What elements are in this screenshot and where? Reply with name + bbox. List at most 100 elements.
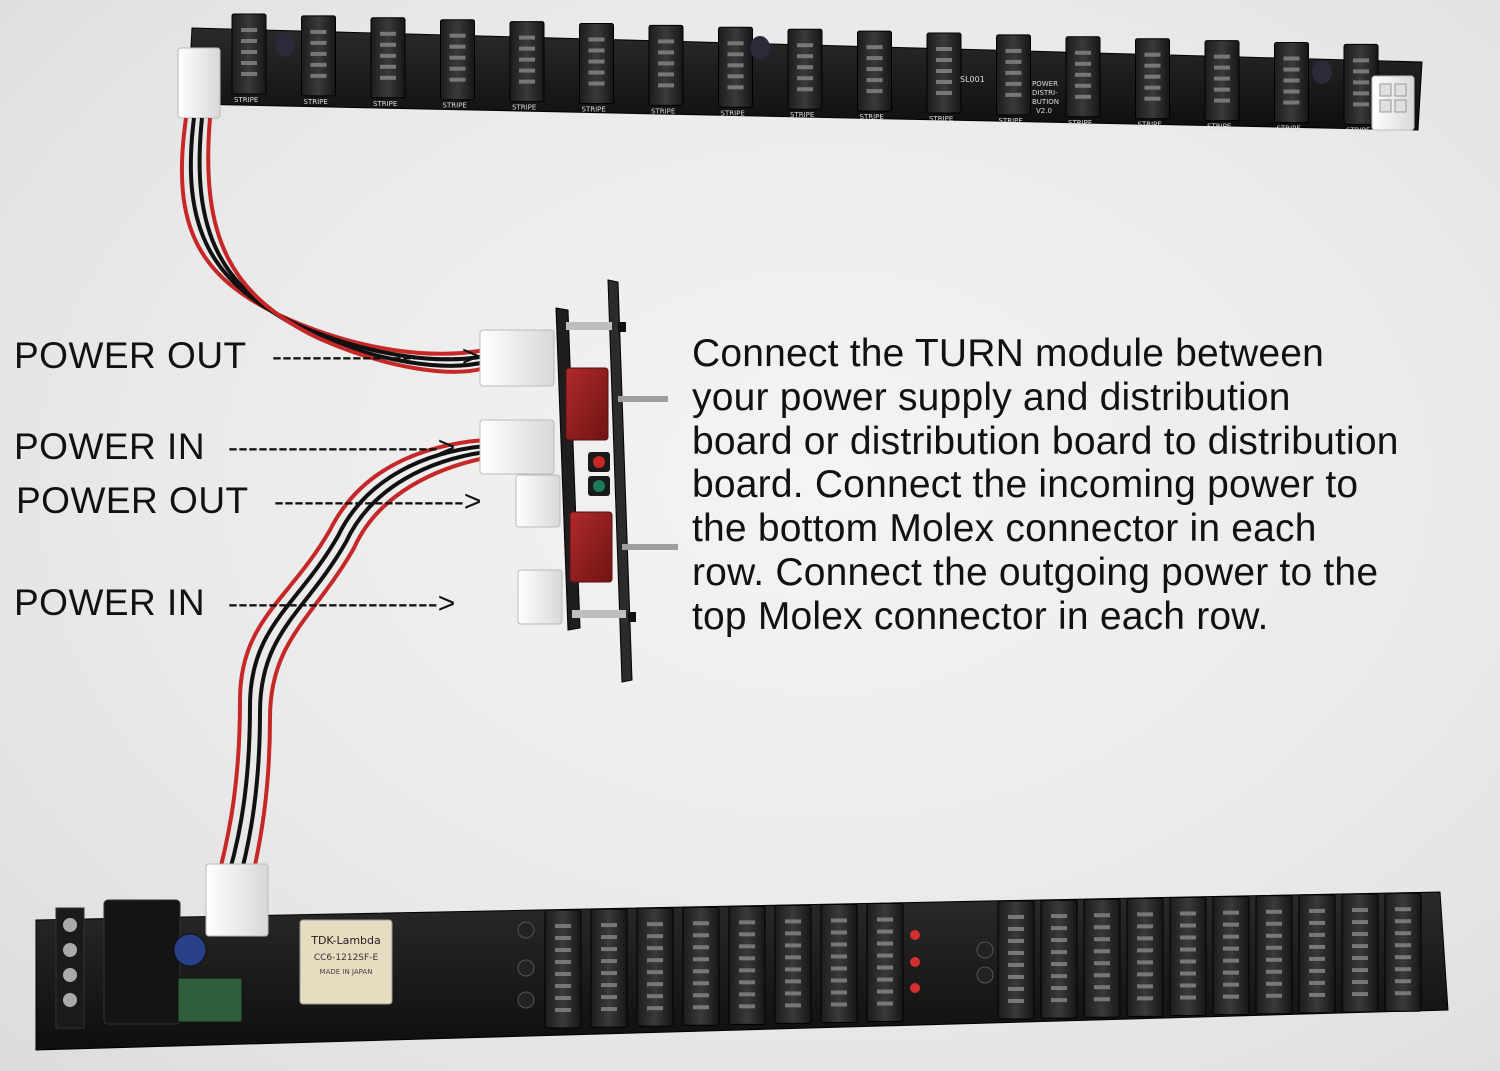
header-pin	[785, 931, 801, 936]
annotation-arrow-2: --------------------->	[228, 431, 456, 464]
header-pin	[831, 966, 847, 971]
header-pin	[519, 35, 535, 40]
header-pin	[241, 28, 257, 32]
header-pin	[1352, 980, 1368, 985]
header-pin	[647, 946, 663, 951]
header-pin	[1051, 986, 1067, 991]
header-pin	[1075, 72, 1091, 77]
header-pin	[1283, 67, 1300, 72]
bottom-board-header	[866, 903, 904, 1023]
turn-module-molex-1	[479, 329, 555, 387]
header-pin	[1395, 955, 1411, 960]
header-pin	[1051, 950, 1067, 955]
header-pin	[1008, 998, 1024, 1003]
turn-module-switch-2	[569, 511, 613, 583]
header-pin	[1395, 943, 1411, 948]
bottom-board-header	[728, 905, 766, 1025]
bottom-board-header	[544, 909, 582, 1029]
header-pin	[1008, 962, 1024, 967]
top-board-stripe-label: STRIPE	[860, 113, 884, 121]
header-pin	[797, 43, 813, 48]
bottom-board-header	[590, 908, 628, 1028]
header-pin	[1352, 908, 1368, 913]
turn-module-led-red	[593, 456, 605, 468]
header-pin	[1180, 935, 1196, 940]
header-pin	[1214, 76, 1230, 81]
header-pin	[1223, 934, 1239, 939]
header-pin	[380, 75, 396, 80]
bottom-board-header	[1040, 899, 1078, 1019]
header-pin	[1266, 957, 1282, 962]
annotation-arrow-4: --------------------->	[228, 587, 456, 620]
header-pin	[647, 970, 663, 975]
header-pin	[785, 991, 801, 996]
header-pin	[866, 56, 883, 61]
header-pin	[1137, 912, 1153, 917]
turn-module-molex-4	[517, 569, 563, 625]
header-pin	[647, 934, 663, 939]
header-pin	[1094, 961, 1110, 966]
header-pin	[519, 68, 535, 73]
header-pin	[1094, 985, 1110, 990]
header-pin	[877, 989, 893, 994]
header-pin	[1005, 48, 1022, 53]
header-pin	[1005, 59, 1022, 64]
header-pin	[693, 957, 709, 962]
bottom-board-header	[1083, 898, 1121, 1018]
annotation-arrow-3: ------------------->	[274, 485, 482, 518]
header-pin	[1309, 992, 1325, 997]
header-pin	[1144, 85, 1161, 90]
header-pin	[785, 955, 801, 960]
header-pin	[601, 923, 617, 928]
header-pin	[831, 930, 847, 935]
header-pin	[601, 971, 617, 976]
header-pin	[647, 1006, 663, 1011]
header-pin	[310, 73, 327, 78]
bottom-board-regulator-module	[177, 977, 243, 1023]
header-pin	[866, 45, 883, 50]
header-pin	[739, 944, 755, 949]
header-pin	[1008, 950, 1024, 955]
header-pin	[658, 61, 674, 66]
header-pin	[519, 79, 535, 84]
header-pin	[831, 954, 847, 959]
header-pin	[1051, 938, 1067, 943]
bottom-board-header	[1341, 893, 1379, 1013]
header-pin	[1309, 980, 1325, 985]
header-pin	[1214, 87, 1230, 92]
header-pin	[866, 78, 883, 83]
header-pin	[1094, 925, 1110, 930]
header-pin	[555, 972, 571, 976]
bottom-board-header	[682, 906, 720, 1026]
header-pin	[936, 69, 952, 73]
wire-bundle-top	[179, 117, 486, 374]
header-pin	[555, 960, 571, 964]
header-pin	[1137, 924, 1153, 929]
header-pin	[1051, 926, 1067, 931]
header-pin	[1309, 908, 1325, 913]
header-pin	[588, 81, 605, 86]
annotation-label-4: POWER IN	[14, 582, 206, 623]
turn-module-switch-1	[565, 367, 609, 441]
header-pin	[588, 48, 605, 53]
header-pin	[739, 920, 755, 925]
header-pin	[797, 76, 813, 81]
header-pin	[1352, 968, 1368, 973]
header-pin	[241, 61, 257, 65]
header-pin	[601, 947, 617, 952]
header-pin	[1266, 945, 1282, 950]
svg-text:DISTRI-: DISTRI-	[1032, 89, 1058, 97]
header-pin	[1137, 948, 1153, 953]
header-pin	[449, 66, 466, 71]
bottom-board-capacitor	[173, 933, 207, 967]
header-pin	[1137, 984, 1153, 989]
turn-module-molex-2	[479, 419, 555, 475]
header-pin	[380, 42, 396, 47]
header-pin	[1395, 991, 1411, 996]
bottom-board-transformer	[103, 899, 181, 1025]
header-pin	[1075, 94, 1091, 99]
header-pin	[831, 990, 847, 995]
